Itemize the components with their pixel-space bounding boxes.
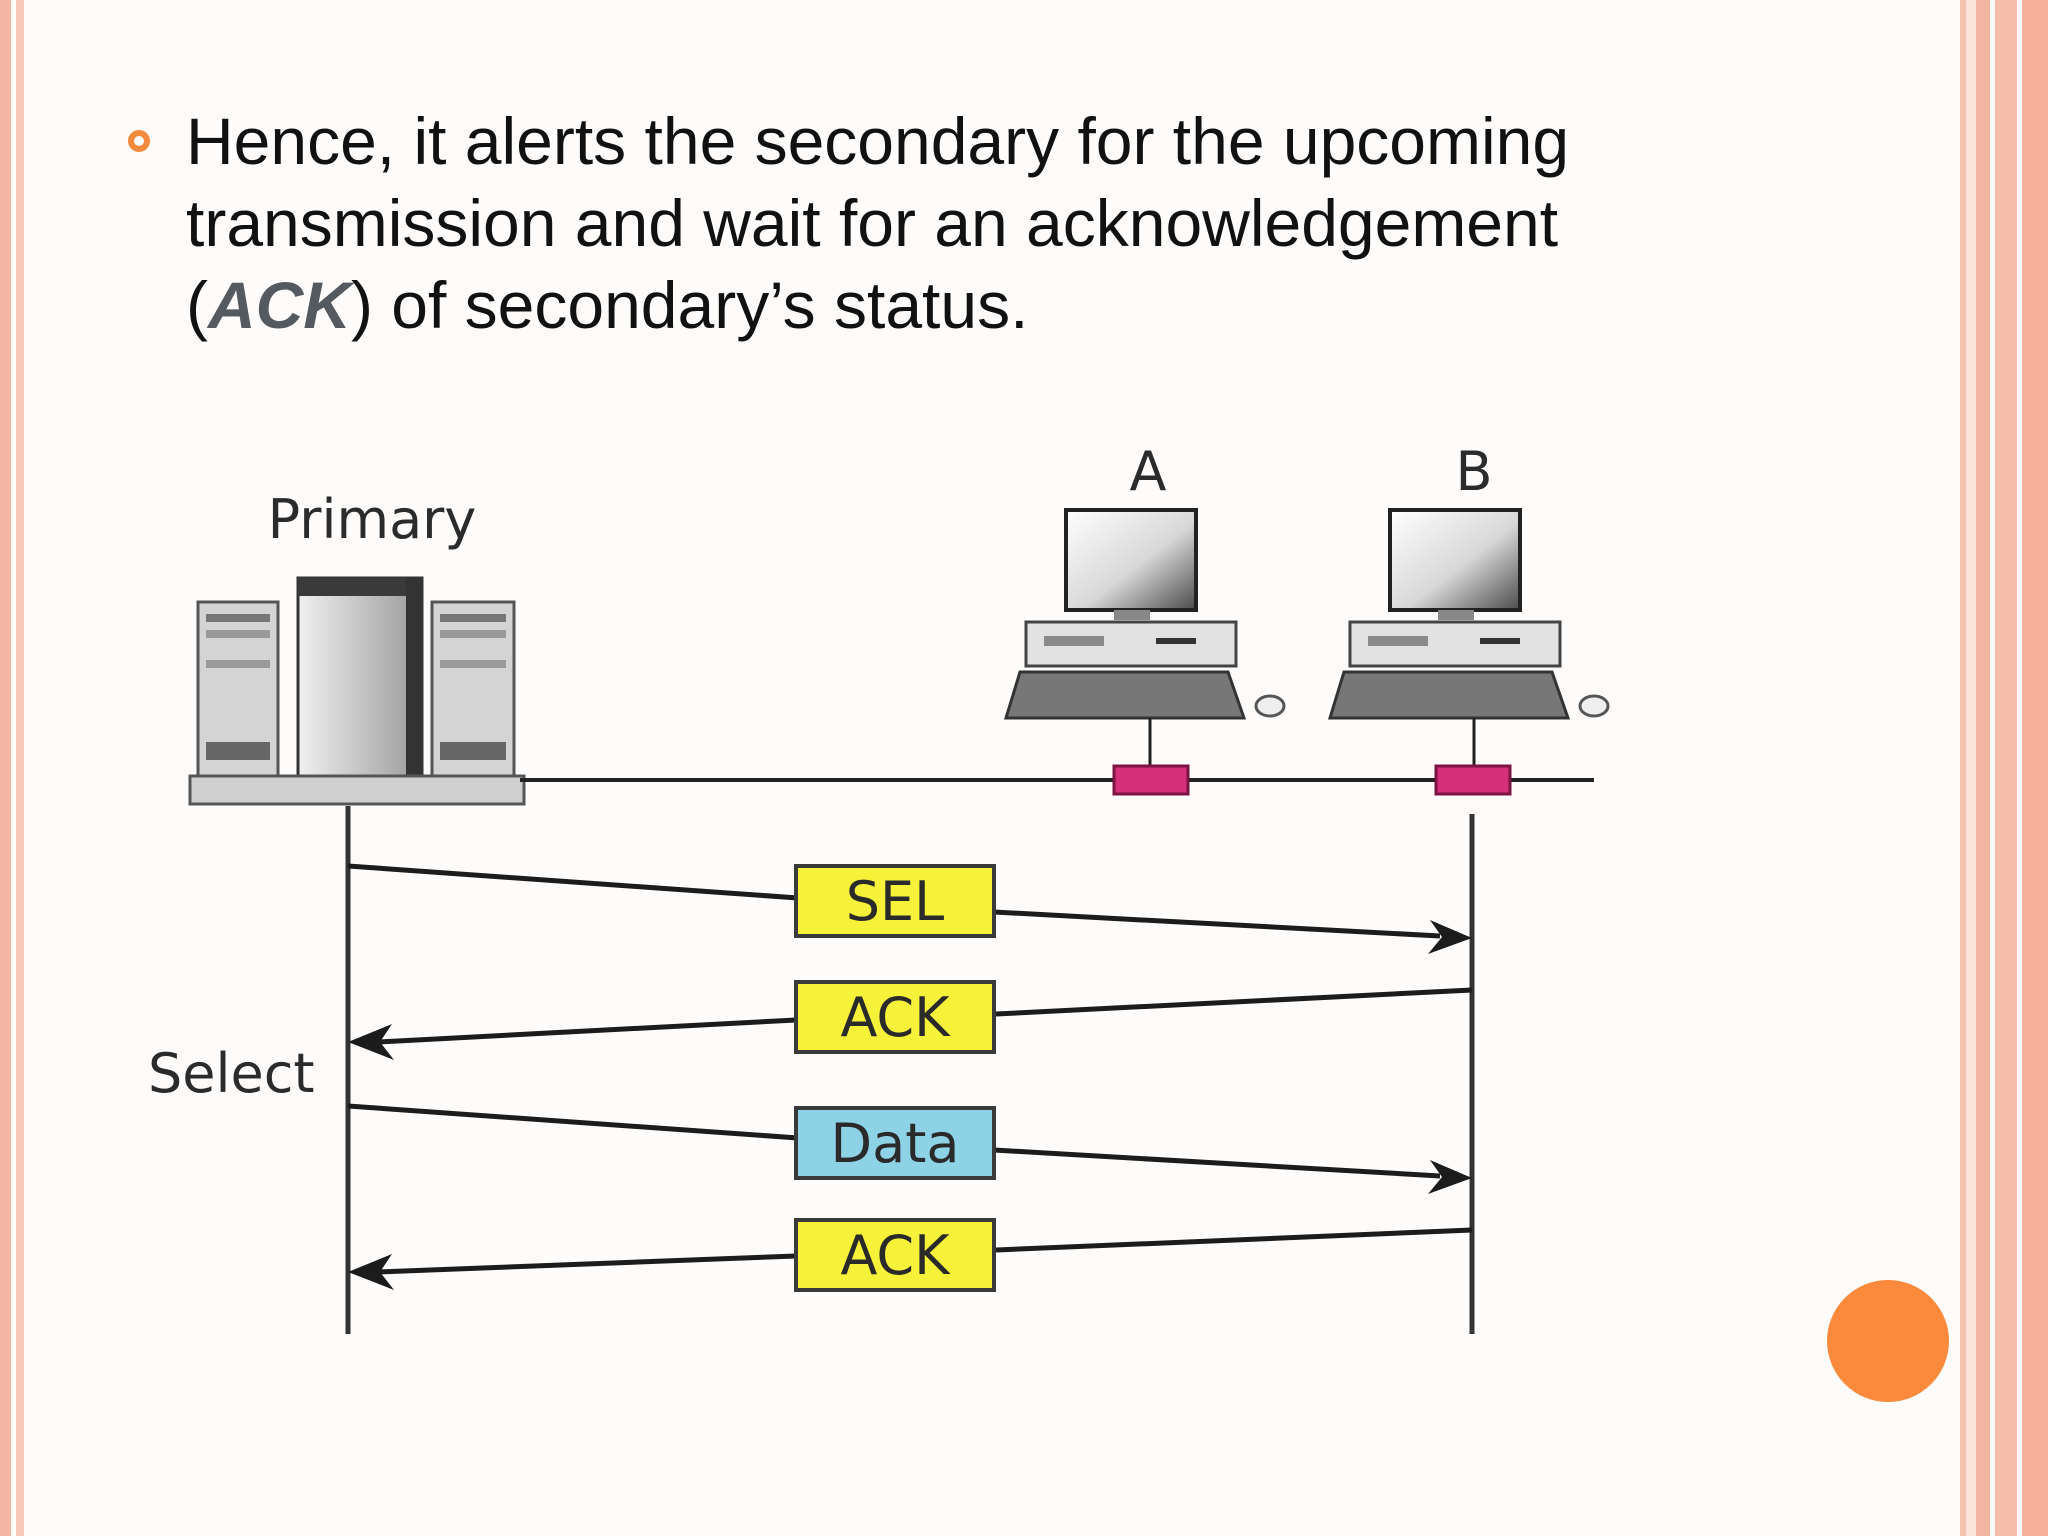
right-border-stripe [1966, 0, 1976, 1536]
bullet-circle-icon [128, 130, 150, 152]
frame-box-rect [794, 1218, 996, 1292]
right-border-stripe [1976, 0, 1990, 1536]
left-border-stripe [16, 0, 24, 1536]
frame-box-label: ACK [840, 1224, 951, 1287]
primary-server-icon [188, 576, 526, 806]
frame-box-label: SEL [846, 870, 944, 933]
bullet-line-3: ) of secondary’s status. [350, 268, 1029, 342]
right-border-stripe [1995, 0, 2017, 1536]
bullet-text: Hence, it alerts the secondary for the u… [186, 100, 1688, 346]
frame-box-label: Data [831, 1112, 960, 1175]
computer-b-icon [1327, 508, 1610, 720]
connector-b [1434, 764, 1512, 796]
frame-box-rect [794, 980, 996, 1054]
frame-box-rect [794, 1106, 996, 1180]
right-border-stripe [1960, 0, 1966, 1536]
frame-box-2: Data [794, 1106, 996, 1180]
accent-dot [1827, 1280, 1949, 1402]
left-border-stripe [0, 0, 11, 1536]
frame-arrow-ack-1 [348, 987, 1473, 1060]
frame-box-1: ACK [794, 980, 996, 1054]
frame-arrow-sel [347, 863, 1472, 954]
computer-a-icon [1003, 508, 1286, 720]
bullet-point: Hence, it alerts the secondary for the u… [128, 100, 1688, 346]
frame-arrow-ack-2 [348, 1227, 1473, 1290]
primary-label: Primary [268, 488, 477, 551]
bullet-line-1: Hence, it alerts the secondary for the u… [186, 104, 1570, 178]
bullet-paren-open: ( [186, 268, 208, 342]
frame-box-3: ACK [794, 1218, 996, 1292]
connector-a [1112, 764, 1190, 796]
selection-diagram: Primary A B [148, 440, 1610, 1334]
frame-box-label: ACK [840, 986, 951, 1049]
station-a-label: A [1130, 440, 1167, 503]
frame-box-0: SEL [794, 864, 996, 938]
right-border-stripe [2022, 0, 2048, 1536]
ack-term: ACK [207, 268, 351, 342]
bullet-line-2: transmission and wait for an acknowledge… [186, 186, 1559, 260]
frame-box-rect [794, 864, 996, 938]
frame-arrow-data [347, 1103, 1472, 1194]
select-label: Select [148, 1042, 315, 1105]
station-b-label: B [1455, 440, 1492, 503]
